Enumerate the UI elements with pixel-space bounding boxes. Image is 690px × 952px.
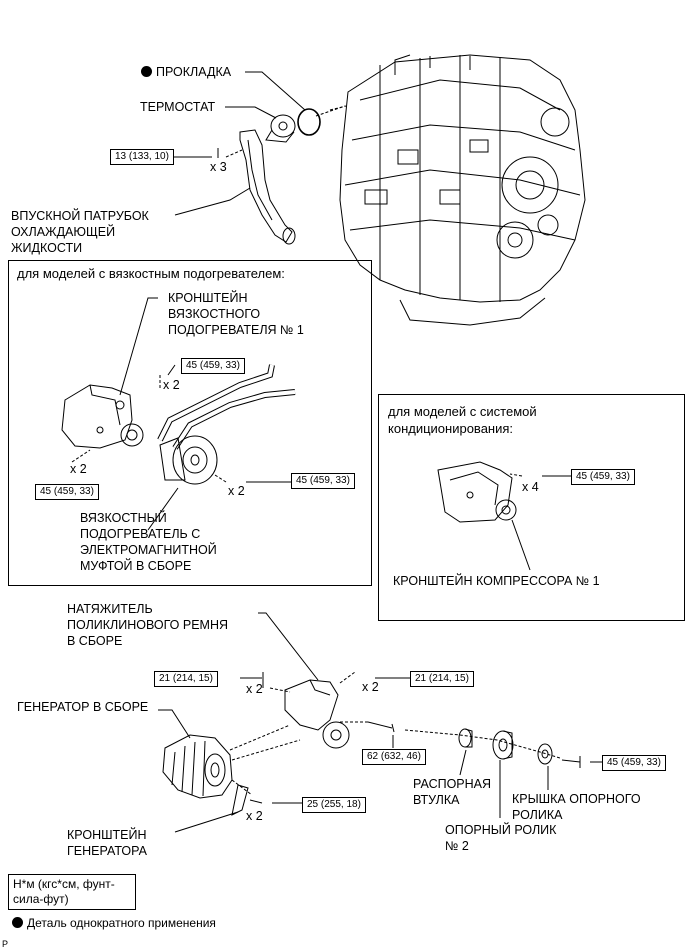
multiplier-tensioner-2: x 2 [362, 680, 379, 694]
non-reusable-legend: Деталь однократного применения [12, 915, 216, 931]
gasket-ring [297, 108, 321, 136]
thermostat [265, 114, 296, 143]
torque-viscous-bracket-2: 45 (459, 33) [35, 484, 99, 500]
tensioner-label: НАТЯЖИТЕЛЬ ПОЛИКЛИНОВОГО РЕМНЯ В СБОРЕ [67, 602, 229, 648]
non-reusable-legend-text: Деталь однократного применения [27, 916, 216, 930]
viscous-heater-section [8, 260, 372, 586]
torque-compressor-bracket: 45 (459, 33) [571, 469, 635, 485]
viscous-section-title: для моделей с вязкостным подогревателем: [17, 266, 285, 281]
compressor-bracket-drawing [437, 461, 517, 523]
viscous-bracket-label: КРОНШТЕЙН ВЯЗКОСТНОГО ПОДОГРЕВАТЕЛЯ № 1 [168, 291, 304, 337]
torque-tensioner-2: 21 (214, 15) [410, 671, 474, 687]
multiplier-tensioner-1: x 2 [246, 682, 263, 696]
multiplier-viscous-heater: x 2 [228, 484, 245, 498]
multiplier-viscous-bracket-1: x 2 [163, 378, 180, 392]
multiplier-viscous-bracket-2: x 2 [70, 462, 87, 476]
torque-idler-pulley: 62 (632, 46) [362, 749, 426, 765]
spacer-drawing [458, 728, 473, 748]
alternator-drawing [162, 734, 233, 799]
viscous-heater-drawing [159, 435, 218, 485]
non-reusable-legend-dot-icon [12, 917, 23, 928]
water-inlet-pipe [239, 129, 296, 245]
viscous-heater-bracket-drawing [61, 384, 144, 449]
multiplier-compressor-bracket: x 4 [522, 480, 539, 494]
alternator-bracket-label: КРОНШТЕЙН ГЕНЕРАТОРА [67, 828, 147, 858]
torque-idler-cover: 45 (459, 33) [602, 755, 666, 771]
non-reusable-dot-icon [141, 66, 152, 77]
idler-pulley-label: ОПОРНЫЙ РОЛИК № 2 [445, 823, 557, 853]
gasket-label-text: ПРОКЛАДКА [156, 65, 232, 79]
multiplier-alternator-bracket: x 2 [246, 809, 263, 823]
water-inlet-label: ВПУСКНОЙ ПАТРУБОК ОХЛАЖДАЮЩЕЙ ЖИДКОСТИ [11, 209, 149, 255]
multiplier-water-inlet: x 3 [210, 160, 227, 174]
compressor-bracket-label: КРОНШТЕЙН КОМПРЕССОРА № 1 [393, 574, 600, 588]
torque-water-inlet: 13 (133, 10) [110, 149, 174, 165]
torque-viscous-heater: 45 (459, 33) [291, 473, 355, 489]
alternator-label: ГЕНЕРАТОР В СБОРЕ [17, 700, 149, 714]
gasket-label: ПРОКЛАДКА [141, 64, 231, 80]
units-legend: Н*м (кгс*см, фунт- сила-фут) [8, 874, 136, 910]
idler-pulley-drawing [492, 730, 514, 760]
torque-viscous-bracket-1: 45 (459, 33) [181, 358, 245, 374]
viscous-heater-label: ВЯЗКОСТНЫЙ ПОДОГРЕВАТЕЛЬ С ЭЛЕКТРОМАГНИТ… [80, 511, 217, 573]
torque-alternator-bracket: 25 (255, 18) [302, 797, 366, 813]
idler-cover-label: КРЫШКА ОПОРНОГО РОЛИКА [512, 792, 641, 822]
tensioner-drawing [284, 679, 350, 749]
ac-section [378, 394, 685, 621]
spacer-label: РАСПОРНАЯ ВТУЛКА [413, 777, 492, 807]
thermostat-label: ТЕРМОСТАТ [140, 100, 216, 114]
corner-mark: P [2, 939, 9, 949]
engine-block [339, 54, 586, 326]
ac-section-title: для моделей с системой кондиционирования… [388, 404, 537, 436]
torque-tensioner-1: 21 (214, 15) [154, 671, 218, 687]
